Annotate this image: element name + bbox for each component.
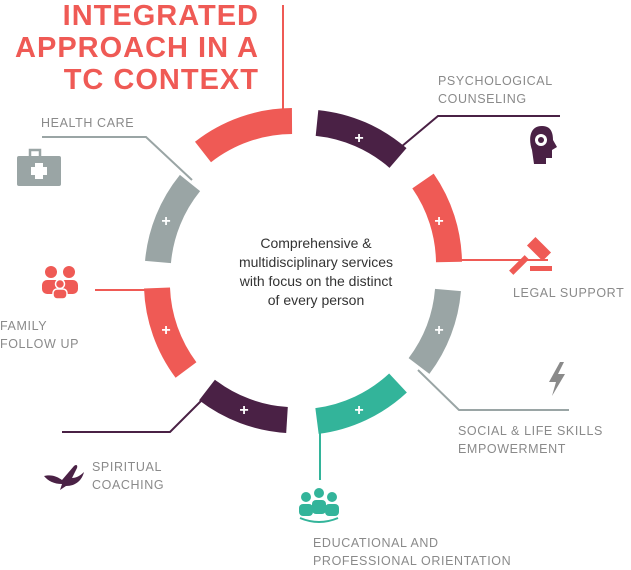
lightning-icon [549,362,565,396]
label-line: FAMILY [0,319,48,333]
label-educational-professional: EDUCATIONAL AND PROFESSIONAL ORIENTATION [313,534,511,570]
plus-markers: + + + + + + + [161,130,443,419]
group-icon [299,488,339,523]
label-psychological-counseling: PSYCHOLOGICAL COUNSELING [438,72,553,108]
title-line: TC CONTEXT [63,64,259,96]
connector-psych [394,115,560,153]
label-line: COUNSELING [438,92,527,106]
label-line: HEALTH CARE [41,116,135,130]
plus-marker: + [434,213,443,230]
first-aid-kit-icon [17,148,61,186]
label-line: EDUCATIONAL AND [313,536,439,550]
label-health-care: HEALTH CARE [41,114,134,132]
center-line: multidisciplinary services [238,254,394,270]
segment-legal [412,173,462,263]
connector-health [42,136,193,181]
gavel-icon [509,236,552,275]
label-social-life-skills: SOCIAL & LIFE SKILLS EMPOWERMENT [458,422,603,458]
label-line: SPIRITUAL [92,460,162,474]
label-line: LEGAL SUPPORT [513,286,625,300]
plus-marker: + [239,402,248,419]
center-line: Comprehensive & [260,235,372,251]
plus-marker: + [354,402,363,419]
label-legal-support: LEGAL SUPPORT [513,284,624,302]
segment-family [144,287,197,378]
title-line: INTEGRATED [62,0,259,32]
connector-lines [42,5,569,480]
plus-marker: + [161,322,170,339]
plus-marker: + [354,130,363,147]
segment-top-coral [194,108,293,163]
plus-marker: + [161,213,170,230]
center-line: with focus on the distinct [239,273,393,289]
label-line: SOCIAL & LIFE SKILLS [458,424,603,438]
segment-psych [315,110,407,169]
dove-icon [44,464,84,490]
plus-marker: + [434,322,443,339]
connector-social [417,369,569,411]
center-description: Comprehensive & multidisciplinary servic… [206,234,426,310]
segment-edu [315,373,407,434]
diagram-title: INTEGRATED APPROACH IN A TC CONTEXT [15,0,259,96]
label-family-follow-up: FAMILY FOLLOW UP [0,317,79,353]
label-line: FOLLOW UP [0,337,80,351]
center-line: of every person [267,292,365,308]
segment-spirit [199,379,289,433]
title-line: APPROACH IN A [15,32,259,64]
ring-segments [144,108,462,434]
connector-spirit [62,387,215,433]
label-line: EMPOWERMENT [458,442,566,456]
segment-social [408,288,461,374]
label-line: COACHING [92,478,165,492]
label-line: PSYCHOLOGICAL [438,74,553,88]
label-line: PROFESSIONAL ORIENTATION [313,554,512,568]
family-icon [42,266,78,300]
head-brain-icon [530,126,557,164]
segment-health [145,174,201,264]
label-spiritual-coaching: SPIRITUAL COACHING [92,458,164,494]
